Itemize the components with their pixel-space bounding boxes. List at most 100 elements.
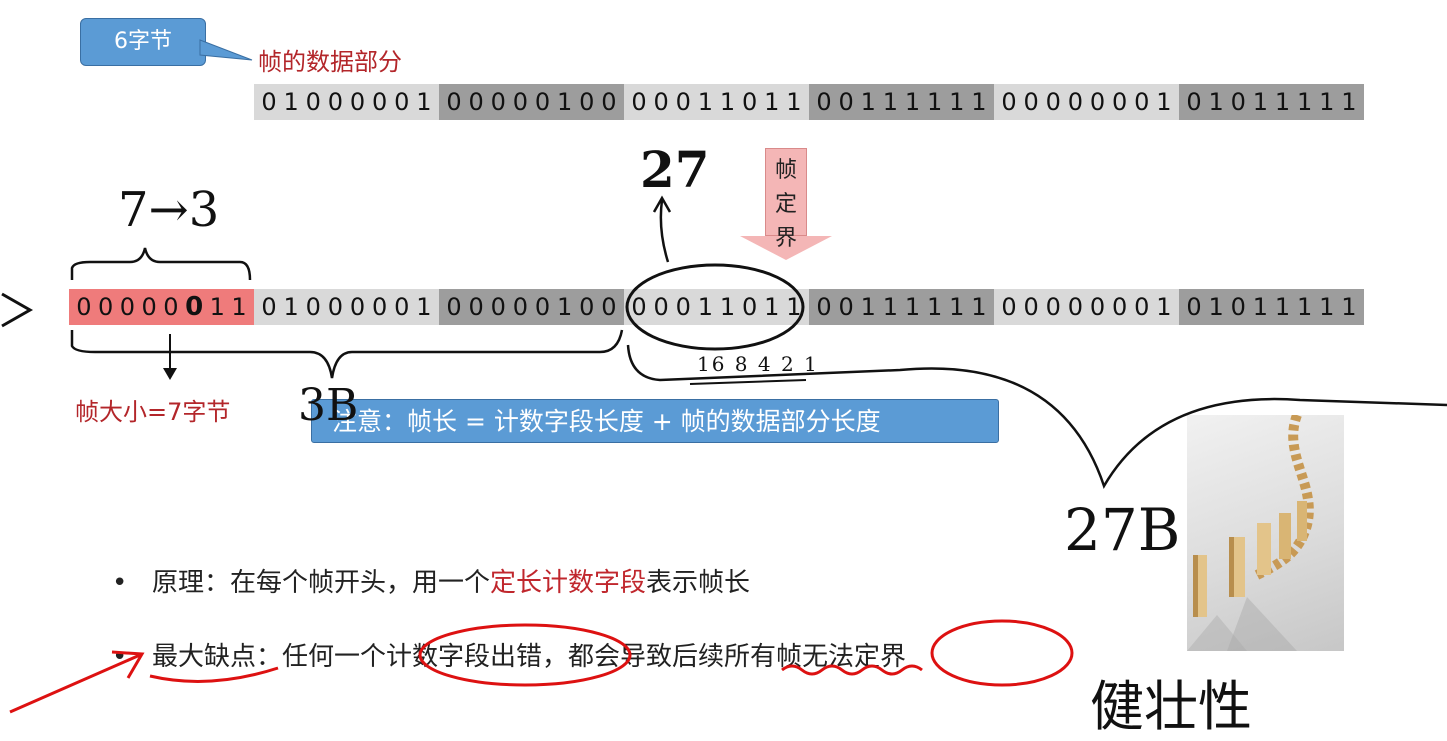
handwritten-3b: 3B [298,380,359,431]
bit: 1 [557,293,573,321]
bit: 1 [416,293,432,321]
bit: 1 [882,88,899,116]
bit: 0 [468,293,484,321]
bit: 1 [1252,293,1269,321]
bullet-drawback: •最大缺点：任何一个计数字段出错，都会导致后续所有帧无法定界 [112,636,906,673]
bit: 0 [372,293,388,321]
bit: 0 [141,293,157,321]
bit: 1 [1297,293,1313,321]
bit: 1 [719,293,736,321]
entry-arrow [1,292,34,328]
bit: 0 [119,293,136,321]
bit: 1 [1208,88,1224,116]
bit: 1 [1319,88,1335,116]
bit: 1 [882,293,899,321]
bit: 0 [394,293,410,321]
frame-boundary-arrow: 帧 定 界 [740,148,832,260]
bit: 1 [557,88,573,116]
frame-brace [70,329,624,379]
bit: 1 [904,293,921,321]
bit: 0 [601,293,617,321]
bit: 0 [446,293,462,321]
bit: 0 [838,293,854,321]
bit: 1 [860,293,876,321]
bit: 0 [534,293,551,321]
bit: 1 [764,88,780,116]
bit: 0 [653,293,669,321]
bit: 1 [786,88,802,116]
bit: 0 [631,293,647,321]
bit: 0 [653,88,669,116]
bit: 0 [1186,293,1202,321]
bit: 0 [579,293,595,321]
bit: 0 [742,88,758,116]
bit: 0 [1134,88,1150,116]
bullet-text: 最大缺点：任何一个计数字段出错，都会导致后续所有帧无法定界 [152,642,907,672]
bit: 0 [163,293,179,321]
handwritten-change: 7→3 [118,182,220,238]
bit: 0 [1186,88,1202,116]
data-part-label: 帧的数据部分 [258,48,402,76]
boundary-char: 界 [774,226,797,251]
bit: 0 [675,88,691,116]
bit: 0 [261,293,277,321]
bullet-principle: •原理：在每个帧开头，用一个定长计数字段表示帧长 [112,562,750,599]
bit: 0 [446,88,462,116]
bit: 1 [697,88,714,116]
bit: 0 [327,293,344,321]
bit: 1 [1341,88,1357,116]
frame-size-label: 帧大小=7字节 [75,398,231,426]
bit: 1 [927,293,943,321]
bit: 1 [949,293,965,321]
bit: 0 [468,88,484,116]
bit: 0 [631,88,647,116]
bit: 0 [742,293,758,321]
bit: 1 [283,88,299,116]
handwritten-weights: 16 8 4 2 1 [697,352,819,376]
bit: 0 [1112,293,1128,321]
bit: 0 [1045,293,1061,321]
handwritten-27b: 27B [1064,496,1181,564]
red-circle-boundary [930,619,1074,687]
bit: 0 [601,88,617,116]
bit: 0 [394,88,410,116]
bit: 1 [860,88,876,116]
bit: 0 [305,293,321,321]
bit: 0 [1134,293,1150,321]
bit: 1 [927,88,943,116]
bit: 1 [904,88,921,116]
bit: 1 [1274,88,1291,116]
bit: 1 [1319,293,1335,321]
bit: 0 [98,293,114,321]
bullet-text: 原理：在每个帧开头，用一个 [152,568,491,598]
bit: 0 [185,292,204,322]
bit: 1 [786,293,802,321]
bit: 0 [490,88,506,116]
bullet-highlight: 定长计数字段 [490,568,647,598]
bit: 1 [719,88,736,116]
bit: 0 [349,293,366,321]
bit: 0 [1045,88,1061,116]
bit: 0 [512,88,529,116]
dominoes-photo [1187,415,1344,651]
bit: 1 [283,293,299,321]
bit: 0 [534,88,551,116]
handwritten-27: 27 [640,140,710,199]
bit: 1 [231,293,247,321]
bit: 1 [209,293,225,321]
bit: 0 [816,293,832,321]
bit: 0 [327,88,344,116]
bit: 0 [579,88,595,116]
count-field-brace [70,247,252,281]
bit: 0 [816,88,832,116]
bit: 0 [1001,293,1017,321]
